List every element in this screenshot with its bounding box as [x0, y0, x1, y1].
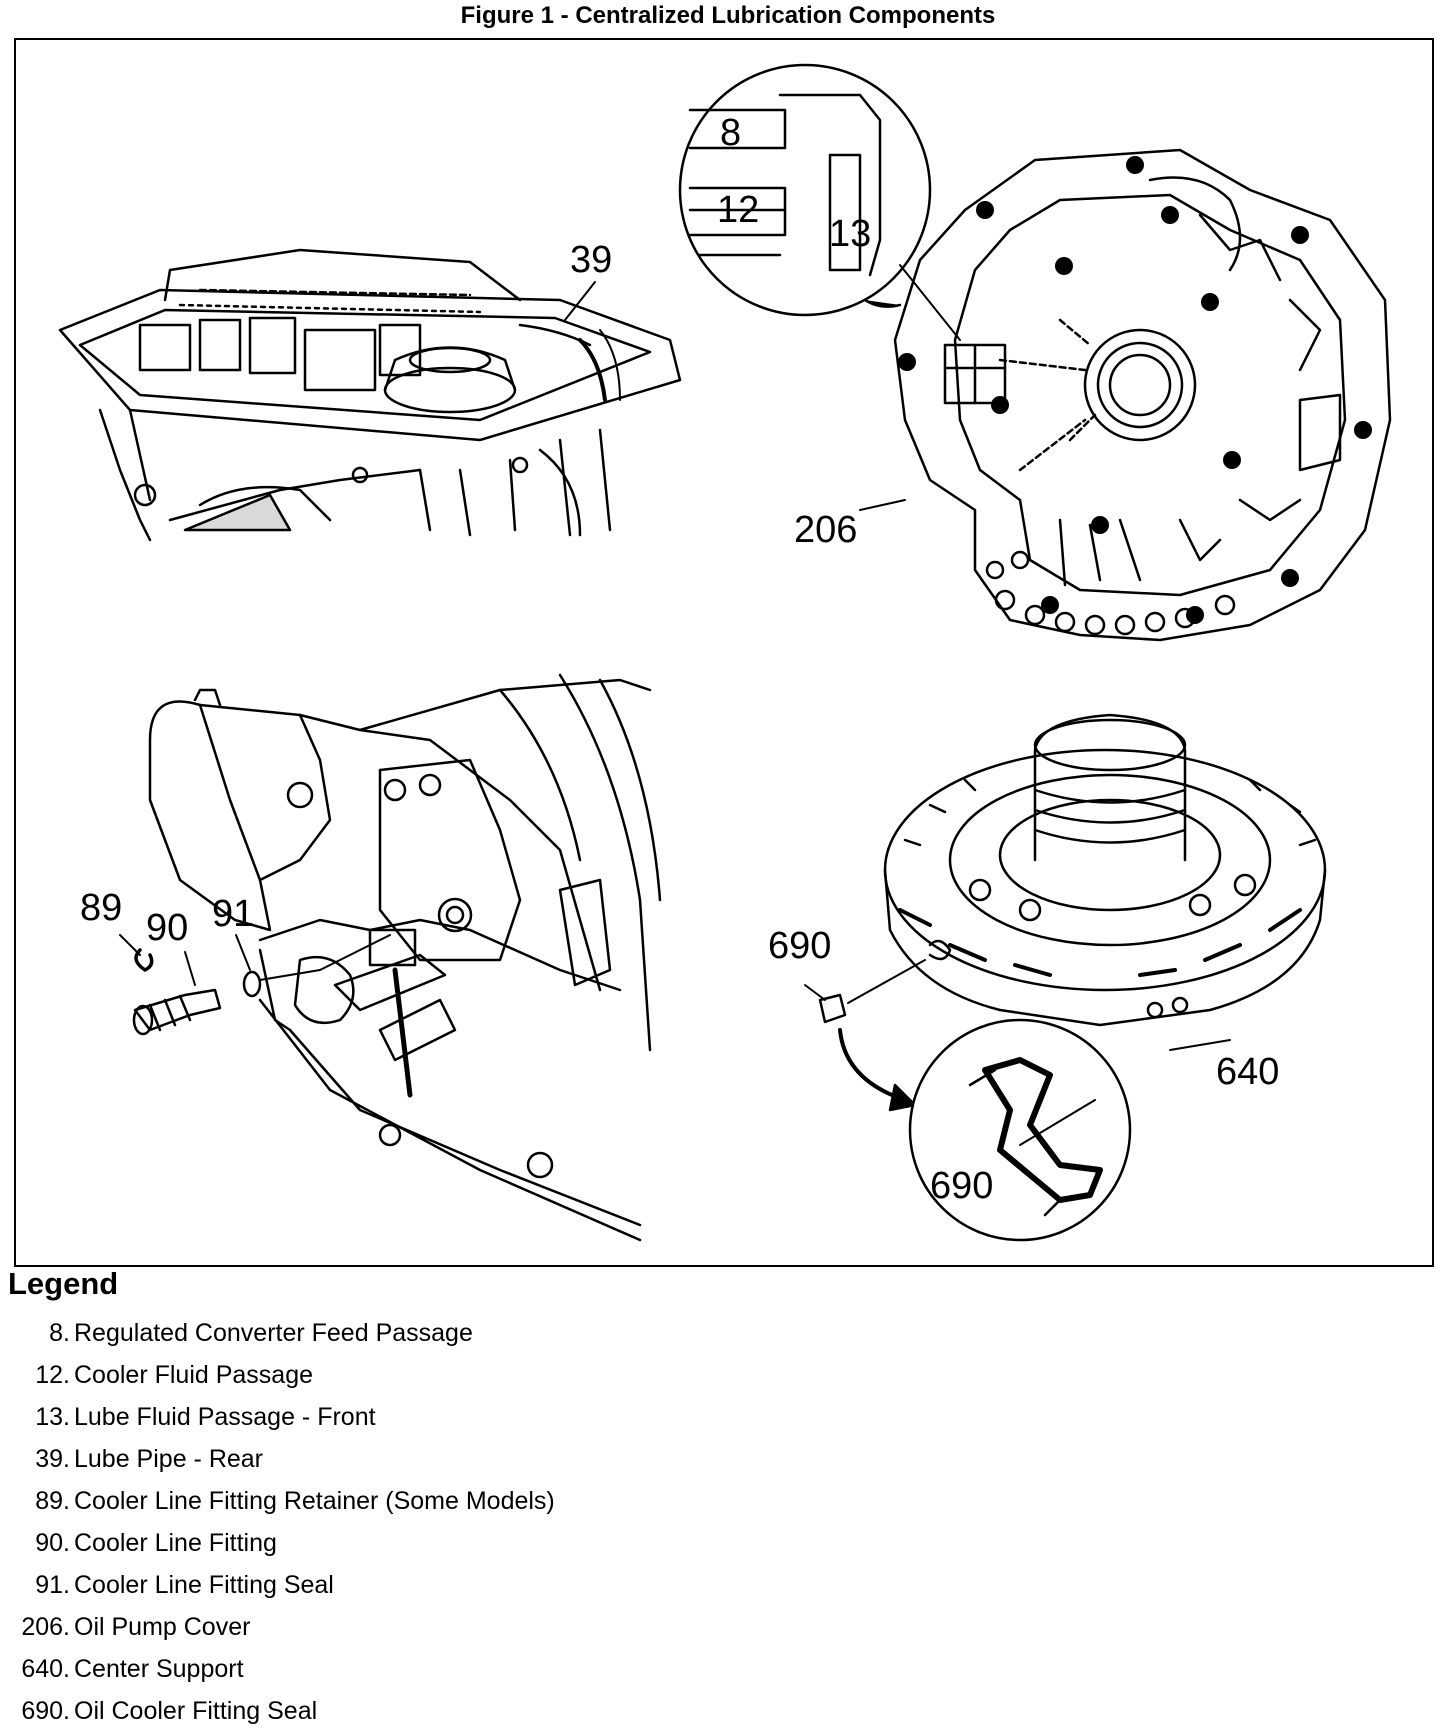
callout-12: 12: [717, 189, 759, 231]
callout-90: 90: [146, 907, 188, 949]
legend-item-number: 640.: [21, 1655, 70, 1683]
legend-item-label: Cooler Line Fitting: [74, 1529, 277, 1557]
legend-item-label: Cooler Line Fitting Seal: [74, 1571, 334, 1599]
legend-item-number: 39.: [35, 1445, 70, 1473]
legend-item-number: 13.: [35, 1403, 70, 1431]
oil-pump-cover-illustration: [678, 63, 1392, 642]
legend-item-label: Cooler Fluid Passage: [74, 1361, 314, 1389]
legend-item-label: Center Support: [74, 1655, 244, 1683]
callout-labels: 39 8 12 13 206 89 90 91 690 640 690: [80, 112, 1279, 1207]
figure-frame: [14, 38, 1434, 1267]
legend-item-label: Lube Fluid Passage - Front: [74, 1403, 376, 1431]
callout-640: 640: [1216, 1051, 1279, 1093]
callout-13: 13: [829, 213, 871, 255]
legend-item-label: Lube Pipe - Rear: [74, 1445, 264, 1473]
legend-title: Legend: [8, 1266, 119, 1301]
legend-item-label: Oil Cooler Fitting Seal: [74, 1697, 318, 1725]
callout-690-top: 690: [768, 925, 831, 967]
legend-item-number: 89.: [35, 1487, 70, 1515]
legend-item-label: Regulated Converter Feed Passage: [74, 1319, 473, 1347]
legend-item-number: 12.: [35, 1361, 70, 1389]
legend-item-label: Oil Pump Cover: [74, 1613, 251, 1641]
callout-8: 8: [720, 112, 741, 154]
legend-item-number: 690.: [21, 1697, 70, 1725]
callout-91: 91: [212, 893, 254, 935]
legend-item-label: Cooler Line Fitting Retainer (Some Model…: [74, 1487, 555, 1515]
figure-artwork: 39 8 12 13 206 89 90 91 690 640 690: [58, 63, 1392, 1242]
callout-39: 39: [570, 239, 612, 281]
legend-item-number: 91.: [35, 1571, 70, 1599]
callout-206: 206: [794, 509, 857, 551]
callout-690-detail: 690: [930, 1165, 993, 1207]
legend-item-number: 90.: [35, 1529, 70, 1557]
valve-body-illustration: [58, 248, 682, 542]
figure-title: Figure 1 - Centralized Lubrication Compo…: [460, 2, 996, 29]
legend-item-number: 8.: [49, 1319, 70, 1347]
center-support-illustration: [804, 713, 1327, 1242]
transmission-case-illustration: [119, 673, 662, 1242]
callout-89: 89: [80, 887, 122, 929]
legend-item-number: 206.: [21, 1613, 70, 1641]
